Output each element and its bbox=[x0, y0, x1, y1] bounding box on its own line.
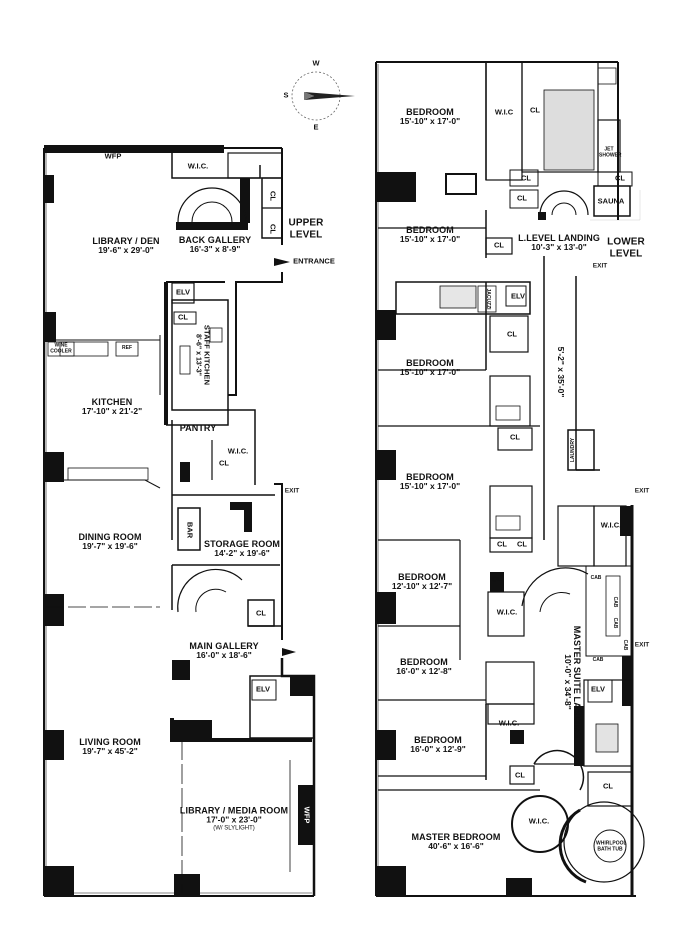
compass-label-left: S bbox=[283, 90, 289, 100]
room-dining-room: DINING ROOM 19'-7" x 19'-6" bbox=[78, 531, 142, 552]
fixture-elv-lower-2: ELV bbox=[590, 684, 606, 694]
fixture-wic-lower-1: W.I.C bbox=[494, 107, 514, 117]
fixture-whirlpool: WHIRLPOOL BATH TUB bbox=[596, 840, 627, 852]
room-bedroom-7: BEDROOM 16'-0" x 12'-9" bbox=[410, 734, 466, 755]
room-sauna: SAUNA bbox=[597, 196, 625, 206]
fixture-elv-upper: ELV bbox=[175, 287, 191, 297]
fixture-wfp-top: WFP bbox=[104, 151, 122, 161]
fixture-cab-4: CAB bbox=[621, 639, 628, 651]
lower-exit-1: EXIT bbox=[592, 262, 608, 270]
fixture-cl-lower-7: CL bbox=[510, 432, 520, 442]
fixture-cl-lower-9: CL bbox=[517, 539, 527, 549]
fixture-wic-top: W.I.C. bbox=[187, 161, 209, 171]
room-bedroom-6: BEDROOM 16'-0" x 12'-8" bbox=[396, 656, 452, 677]
fixture-wic-pantry: W.I.C. bbox=[227, 446, 249, 456]
fixture-cl-lower-8: CL bbox=[497, 539, 507, 549]
fixture-wic-master: W.I.C. bbox=[528, 816, 550, 826]
fixture-wic-lower-4: W.I.C. bbox=[600, 520, 622, 530]
fixture-cl-lower-1: CL bbox=[530, 105, 540, 115]
fixture-elv-lower-1: ELV bbox=[510, 291, 526, 301]
room-back-gallery: BACK GALLERY 16'-3" x 8'-9" bbox=[178, 234, 252, 255]
room-master-bedroom: MASTER BEDROOM 40'-6" x 16'-6" bbox=[411, 831, 501, 852]
fixture-cl-lower-2: CL bbox=[521, 173, 531, 183]
fixture-cl-lower-12: CL bbox=[603, 781, 613, 791]
fixture-cl-lower-5: CL bbox=[494, 240, 504, 250]
fixture-cab-1: CAB bbox=[590, 575, 602, 582]
fixture-wine-cooler: WINE COOLER bbox=[50, 342, 72, 354]
entrance-label: ENTRANCE bbox=[293, 256, 335, 266]
room-bedroom-5: BEDROOM 12'-10" x 12'-7" bbox=[391, 571, 453, 592]
fixture-wic-lower-2: W.I.C. bbox=[496, 607, 518, 617]
room-bedroom-4: BEDROOM 15'-10" x 17'-0" bbox=[399, 471, 461, 492]
room-storage-room: STORAGE ROOM 14'-2" x 19'-6" bbox=[203, 538, 281, 559]
compass-label-top: W bbox=[312, 58, 320, 68]
fixture-cab-3: CAB bbox=[611, 617, 618, 629]
room-l-level-landing: L.LEVEL LANDING 10'-3" x 13'-0" bbox=[518, 232, 600, 253]
room-bedroom-2: BEDROOM 15'-10" x 17'-0" bbox=[399, 224, 461, 245]
fixture-jacuzzi: JACUZZI bbox=[484, 288, 491, 310]
fixture-cab-5: CAB bbox=[592, 657, 604, 664]
fixture-cab-2: CAB bbox=[611, 596, 618, 608]
upper-level-label: UPPER LEVEL bbox=[288, 217, 324, 241]
fixture-ref: REF bbox=[122, 345, 132, 352]
fixture-cl-lower-10: CL bbox=[492, 574, 502, 584]
lower-level-plan bbox=[375, 61, 645, 897]
fixture-elv-gallery: ELV bbox=[255, 684, 271, 694]
upper-exit-label: EXIT bbox=[284, 487, 300, 495]
fixture-jet-shower: JET SHOWER bbox=[599, 146, 622, 158]
fixture-cl-lower-11: CL bbox=[515, 770, 525, 780]
lower-level-label: LOWER LEVEL bbox=[607, 236, 645, 260]
room-staff-kitchen: STAFF KITCHEN 8'-6" x 13'-3" bbox=[194, 324, 212, 386]
fixture-cl-1: CL bbox=[268, 191, 278, 201]
lower-exit-3: EXIT bbox=[634, 641, 650, 649]
fixture-cl-4: CL bbox=[219, 458, 229, 468]
fixture-cl-lower-4: CL bbox=[615, 173, 625, 183]
room-living-room: LIVING ROOM 19'-7" x 45'-2" bbox=[79, 736, 141, 757]
room-bedroom-1: BEDROOM 15'-10" x 17'-0" bbox=[399, 106, 461, 127]
fixture-laundry: LAUNDRY bbox=[570, 437, 577, 463]
fixture-wic-lower-3: W.I.C. bbox=[498, 718, 520, 728]
room-bedroom-3: BEDROOM 15'-10" x 17'-0" bbox=[399, 357, 461, 378]
hall-dimension: 5'-2" x 35'-0" bbox=[555, 346, 566, 398]
fixture-cl-lower-6: CL bbox=[507, 329, 517, 339]
fixture-cl-lower-3: CL bbox=[517, 193, 527, 203]
lower-exit-2: EXIT bbox=[634, 487, 650, 495]
room-master-suite-landing: MASTER SUITE LANDING 10'-0" x 34'-8" bbox=[562, 625, 583, 739]
room-library-den: LIBRARY / DEN 19'-6" x 29'-0" bbox=[92, 235, 160, 256]
fixture-bar: BAR bbox=[185, 521, 195, 539]
fixture-cl-3: CL bbox=[178, 312, 188, 322]
room-kitchen: KITCHEN 17'-10" x 21'-2" bbox=[81, 396, 143, 417]
room-library-media: LIBRARY / MEDIA ROOM 17'-0" x 23'-0" (W/… bbox=[179, 805, 289, 832]
room-pantry: PANTRY bbox=[179, 422, 217, 433]
fixture-cl-2: CL bbox=[268, 224, 278, 234]
fixture-wfp-side: WFP bbox=[302, 806, 312, 824]
fixture-cl-5: CL bbox=[256, 608, 266, 618]
compass bbox=[291, 71, 355, 121]
room-main-gallery: MAIN GALLERY 16'-0" x 18'-6" bbox=[189, 640, 259, 661]
compass-label-bottom: E bbox=[313, 122, 319, 132]
upper-level-plan bbox=[43, 145, 316, 897]
